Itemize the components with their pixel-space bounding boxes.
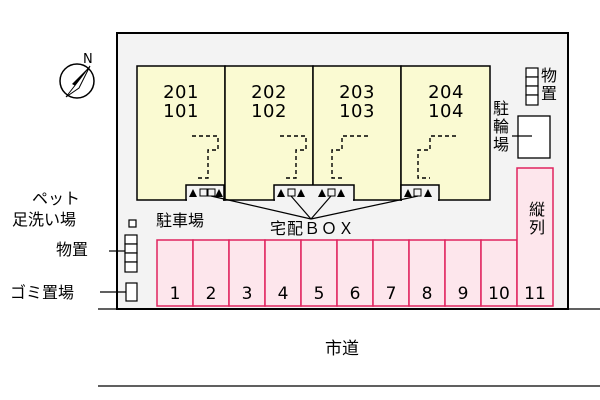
parking-slot-number: 3 bbox=[241, 284, 253, 304]
parking-slot bbox=[372, 239, 410, 307]
parking-slot bbox=[264, 239, 302, 307]
parking-slot bbox=[516, 167, 554, 307]
parking-slot bbox=[480, 239, 518, 307]
parking-slot-number: 6 bbox=[349, 284, 361, 304]
garbage-box bbox=[125, 282, 138, 302]
parking-slot-number: 10 bbox=[488, 284, 510, 304]
unit-upper-number: 202 bbox=[251, 82, 287, 103]
road-label: 市道 bbox=[325, 339, 359, 359]
north-arrow-icon: N bbox=[59, 52, 95, 99]
unit-203-103: 203 103 bbox=[332, 83, 382, 121]
bicycle-parking-area bbox=[517, 115, 551, 159]
unit-upper-number: 201 bbox=[163, 82, 199, 103]
pet-wash-label-line2: 足洗い場 bbox=[12, 210, 77, 229]
parking-slot bbox=[156, 239, 194, 307]
pet-wash-label-line1: ペット bbox=[32, 189, 81, 208]
parking-slot-number: 4 bbox=[277, 284, 289, 304]
parking-slot-number: 7 bbox=[385, 284, 397, 304]
parking-slot-number: 5 bbox=[313, 284, 325, 304]
parking-slot bbox=[192, 239, 230, 307]
stairs bbox=[192, 135, 456, 179]
parking-slot bbox=[408, 239, 446, 307]
parking-slot-number: 1 bbox=[169, 284, 181, 304]
storage-left-label: 物置 bbox=[56, 240, 89, 259]
parking-slots bbox=[156, 167, 554, 307]
unit-lower-number: 101 bbox=[163, 101, 199, 122]
unit-202-102: 202 102 bbox=[244, 83, 294, 121]
parking-slot bbox=[300, 239, 338, 307]
svg-text:N: N bbox=[83, 52, 93, 67]
unit-lower-number: 102 bbox=[251, 101, 287, 122]
bicycle-parking-label: 駐輪場 bbox=[492, 99, 509, 154]
storage-right bbox=[525, 67, 539, 106]
parking-slot-number: 11 bbox=[524, 284, 546, 304]
unit-block bbox=[400, 65, 491, 201]
unit-upper-number: 203 bbox=[339, 82, 375, 103]
garbage-label: ゴミ置場 bbox=[10, 283, 75, 302]
tandem-label: 縦列 bbox=[528, 200, 545, 237]
delivery-box-leaders bbox=[210, 195, 419, 220]
parking-slot bbox=[444, 239, 482, 307]
parking-slot-number: 8 bbox=[421, 284, 433, 304]
unit-201-101: 201 101 bbox=[156, 83, 206, 121]
delivery-box-label: 宅配ＢＯＸ bbox=[270, 219, 356, 238]
storage-right-label: 物置 bbox=[540, 66, 557, 103]
unit-204-104: 204 104 bbox=[421, 83, 471, 121]
unit-block bbox=[312, 65, 402, 201]
parking-slot-number: 9 bbox=[457, 284, 469, 304]
unit-lower-number: 103 bbox=[339, 101, 375, 122]
unit-block bbox=[136, 65, 226, 201]
storage-left bbox=[124, 234, 138, 273]
pet-wash-box bbox=[128, 219, 137, 228]
unit-block bbox=[224, 65, 314, 201]
parking-label: 駐車場 bbox=[156, 211, 205, 230]
unit-upper-number: 204 bbox=[428, 82, 464, 103]
parking-slot-number: 2 bbox=[205, 284, 217, 304]
unit-lower-number: 104 bbox=[428, 101, 464, 122]
entry-recess bbox=[185, 184, 440, 201]
